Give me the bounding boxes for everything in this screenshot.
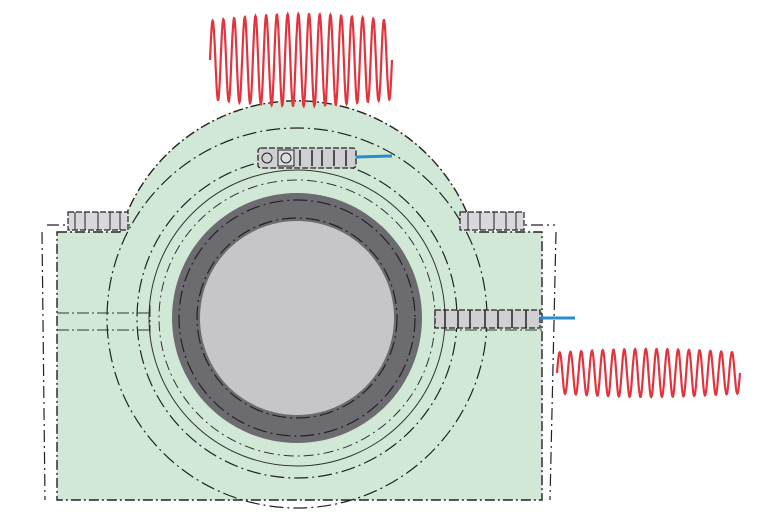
horizontal-vibration-signal <box>555 347 742 399</box>
sensor-cable <box>355 154 393 159</box>
split-line <box>57 305 151 338</box>
vertical-vibration-signal <box>208 11 394 109</box>
housing-outline-dashed <box>41 224 557 501</box>
top-sensor <box>257 147 393 169</box>
bore-dashed <box>196 217 398 419</box>
side-sensor <box>434 309 575 329</box>
bearing-bore <box>200 221 394 415</box>
foot-bolt-left <box>67 211 129 231</box>
foot-bolt-right <box>459 211 525 231</box>
ring-dashed <box>178 199 416 437</box>
